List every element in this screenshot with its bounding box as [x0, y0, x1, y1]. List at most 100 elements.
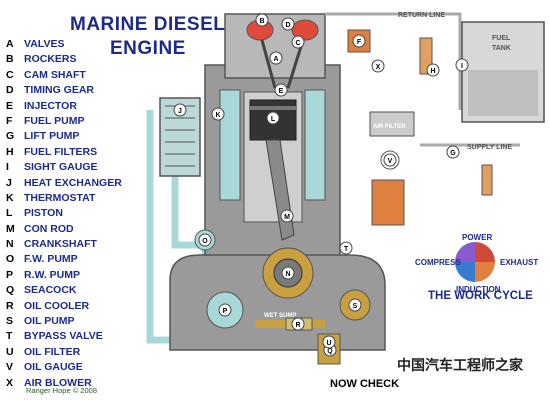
legend-label: BYPASS VALVE	[24, 330, 103, 343]
legend-key: T	[6, 330, 13, 343]
legend-key: C	[6, 68, 14, 81]
legend-label: OIL COOLER	[24, 299, 90, 312]
callout-marker-n	[281, 266, 295, 280]
return-line-pipe	[325, 12, 462, 110]
legend-label: SEACOCK	[24, 284, 77, 297]
callout-marker-o	[198, 233, 212, 247]
legend-label: TIMING GEAR	[24, 84, 94, 97]
legend-key: U	[6, 345, 14, 358]
legend-label: ROCKERS	[24, 53, 77, 66]
callout-marker-c	[291, 35, 305, 49]
legend-label: FUEL PUMP	[24, 114, 85, 127]
cycle-induction-sector	[455, 262, 475, 282]
callout-marker-t	[339, 241, 353, 255]
cycle-exhaust-sector	[475, 262, 495, 282]
legend-key: B	[6, 53, 14, 66]
callout-letter-o: O	[202, 238, 208, 245]
callout-letter-s: S	[353, 303, 358, 310]
credit-text: Ranger Hope © 2008	[26, 386, 97, 395]
callout-marker-e	[274, 83, 288, 97]
legend-row: N CRANKSHAFT	[6, 238, 156, 253]
legend-row: A VALVES	[6, 38, 156, 53]
callout-marker-l	[266, 111, 280, 125]
legend-key: X	[6, 376, 14, 389]
legend-key: F	[6, 114, 13, 127]
callout-letter-v: V	[388, 158, 393, 165]
callout-letter-u: U	[326, 340, 331, 347]
footer-text: NOW CHECK	[330, 378, 400, 390]
legend-row: F FUEL PUMP	[6, 115, 156, 130]
title-line-2: ENGINE	[110, 38, 186, 59]
callout-marker-h	[426, 63, 440, 77]
callout-marker-i	[455, 58, 469, 72]
legend-key: O	[6, 253, 15, 266]
callout-letter-j: J	[178, 108, 182, 115]
legend-label: OIL PUMP	[24, 315, 75, 328]
legend-label: CRANKSHAFT	[24, 238, 97, 251]
legend-label: THERMOSTAT	[24, 191, 96, 204]
legend-key: A	[6, 38, 14, 50]
callout-letter-x: X	[376, 64, 381, 71]
callout-letter-b: B	[259, 18, 264, 25]
callout-letter-m: M	[284, 214, 290, 221]
legend-key: I	[6, 161, 9, 174]
air-filter-box	[369, 111, 415, 137]
fuel-tank-label-1: FUEL	[492, 35, 511, 42]
legend-label: FUEL FILTERS	[24, 145, 98, 158]
legend-row: X AIR BLOWER	[6, 377, 156, 392]
wet-sump-label: WET SUMP	[264, 313, 296, 319]
callout-letter-i: I	[461, 63, 463, 70]
legend-label: AIR BLOWER	[24, 376, 92, 389]
legend-row: T BYPASS VALVE	[6, 330, 156, 345]
legend-key: E	[6, 99, 14, 112]
legend-label: VALVES	[24, 38, 65, 50]
callout-letter-p: P	[223, 308, 228, 315]
cycle-exhaust-label: EXHAUST	[500, 258, 539, 267]
cycle-power-sector	[475, 242, 495, 262]
cycle-title: THE WORK CYCLE	[428, 290, 533, 302]
callout-letter-r: R	[295, 322, 300, 329]
callout-letter-n: N	[285, 271, 290, 278]
work-cycle-wheel	[455, 242, 495, 282]
fuel-filter-bowl	[371, 179, 405, 226]
fuel-filter-lower	[481, 164, 493, 196]
legend-label: CON ROD	[24, 222, 74, 235]
callout-marker-r	[291, 317, 305, 331]
callout-letter-f: F	[357, 39, 362, 46]
legend-key: D	[6, 84, 14, 97]
cycle-induction-label: INDUCTION	[456, 285, 501, 294]
callout-marker-a	[269, 51, 283, 65]
callout-marker-d	[281, 17, 295, 31]
callout-letter-l: L	[271, 116, 276, 123]
legend-label: R.W. PUMP	[24, 268, 81, 281]
callout-letter-c: C	[295, 40, 300, 47]
callout-marker-x	[371, 59, 385, 73]
return-line-label: RETURN LINE	[398, 12, 445, 19]
fuel-tank-label-2: TANK	[492, 45, 511, 52]
legend-row: B ROCKERS	[6, 53, 156, 68]
legend-label: LIFT PUMP	[24, 130, 80, 143]
legend-label: OIL GAUGE	[24, 361, 83, 374]
callout-marker-v	[383, 153, 397, 167]
callout-marker-j	[173, 103, 187, 117]
cycle-compress-sector	[455, 242, 475, 262]
legend-key: N	[6, 238, 14, 251]
legend-key: J	[6, 176, 12, 189]
air-filter-label: AIR FILTER	[373, 124, 406, 130]
legend-label: HEAT EXCHANGER	[24, 176, 122, 189]
callout-letter-a: A	[273, 56, 278, 63]
piston-ring	[250, 106, 296, 110]
